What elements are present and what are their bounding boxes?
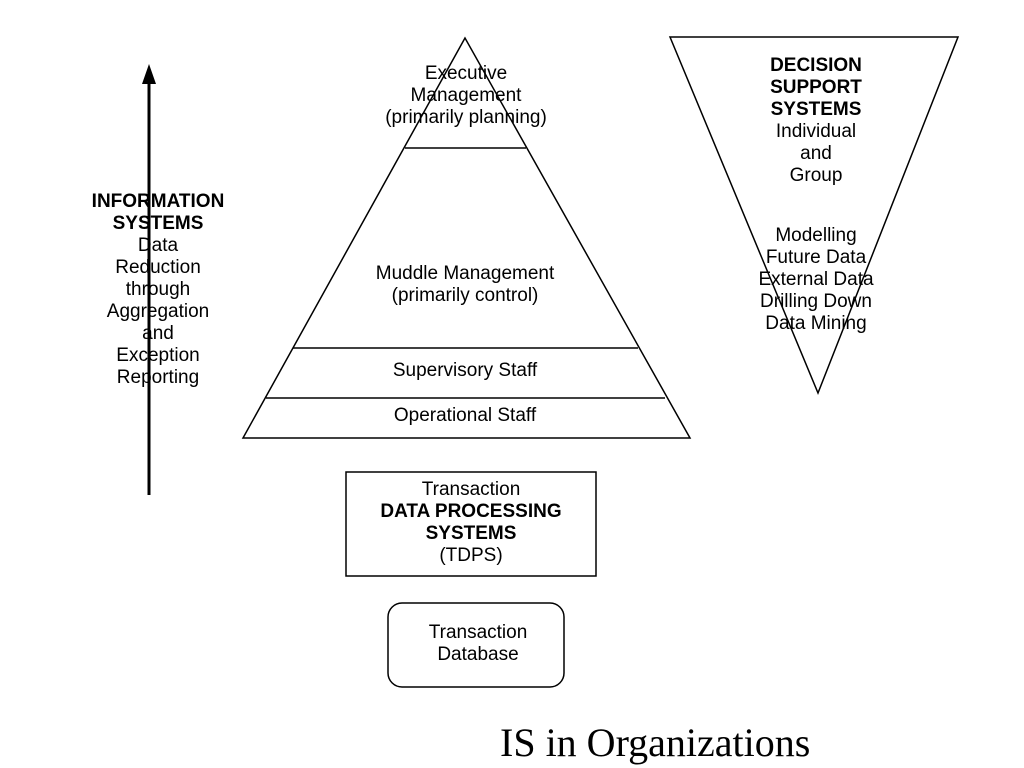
tdps-heading-2: SYSTEMS [425, 523, 517, 544]
information-systems-line: Reduction [115, 257, 201, 278]
supervisory-staff-label: Supervisory Staff [392, 360, 538, 381]
dss-feature: Drilling Down [760, 291, 872, 312]
information-systems-line: Aggregation [106, 301, 210, 322]
decision-support-triangle [668, 36, 960, 396]
information-systems-heading-1: INFORMATION [91, 191, 225, 212]
dss-features-list: Modelling Future Data External Data Dril… [716, 225, 916, 335]
middle-line-2: (primarily control) [391, 285, 539, 306]
executive-management-label: Executive Management (primarily planning… [356, 63, 576, 129]
tdps-box [345, 471, 597, 577]
page-title: IS in Organizations [500, 720, 811, 765]
dss-feature: Data Mining [765, 313, 867, 334]
dss-line: Individual [775, 121, 857, 142]
operational-staff-label: Operational Staff [393, 405, 537, 426]
transaction-database-box [387, 602, 565, 688]
dss-line: Group [789, 165, 843, 186]
executive-line-3: (primarily planning) [385, 107, 547, 128]
tdb-line-1: Transaction [428, 622, 528, 643]
information-systems-line: Exception [116, 345, 200, 366]
management-pyramid [241, 36, 692, 439]
executive-line-1: Executive [424, 63, 508, 84]
tdps-abbr: (TDPS) [439, 545, 503, 566]
information-systems-label: INFORMATION SYSTEMS Data Reduction throu… [60, 191, 256, 389]
tdb-line-2: Database [437, 644, 519, 665]
information-systems-line: and [142, 323, 174, 344]
information-systems-line: through [125, 279, 191, 300]
up-arrow-icon [142, 64, 156, 84]
dss-heading-2: SUPPORT [770, 77, 862, 98]
dss-feature: Future Data [765, 247, 867, 268]
dss-feature: Modelling [775, 225, 857, 246]
decision-support-label: DECISION SUPPORT SYSTEMS Individual and … [716, 55, 916, 187]
dss-line: and [800, 143, 832, 164]
dss-feature: External Data [758, 269, 874, 290]
middle-line-1: Muddle Management [375, 263, 555, 284]
middle-management-label: Muddle Management (primarily control) [320, 263, 610, 307]
transaction-database-label: Transaction Database [388, 622, 568, 666]
executive-line-2: Management [410, 85, 522, 106]
tdps-label: Transaction DATA PROCESSING SYSTEMS (TDP… [346, 479, 596, 567]
tdps-heading-1: DATA PROCESSING [380, 501, 562, 522]
information-systems-line: Data [137, 235, 179, 256]
information-systems-heading-2: SYSTEMS [112, 213, 204, 234]
dss-heading-3: SYSTEMS [770, 99, 862, 120]
information-systems-line: Reporting [116, 367, 200, 388]
dss-heading-1: DECISION [770, 55, 862, 76]
tdps-line-1: Transaction [421, 479, 521, 500]
